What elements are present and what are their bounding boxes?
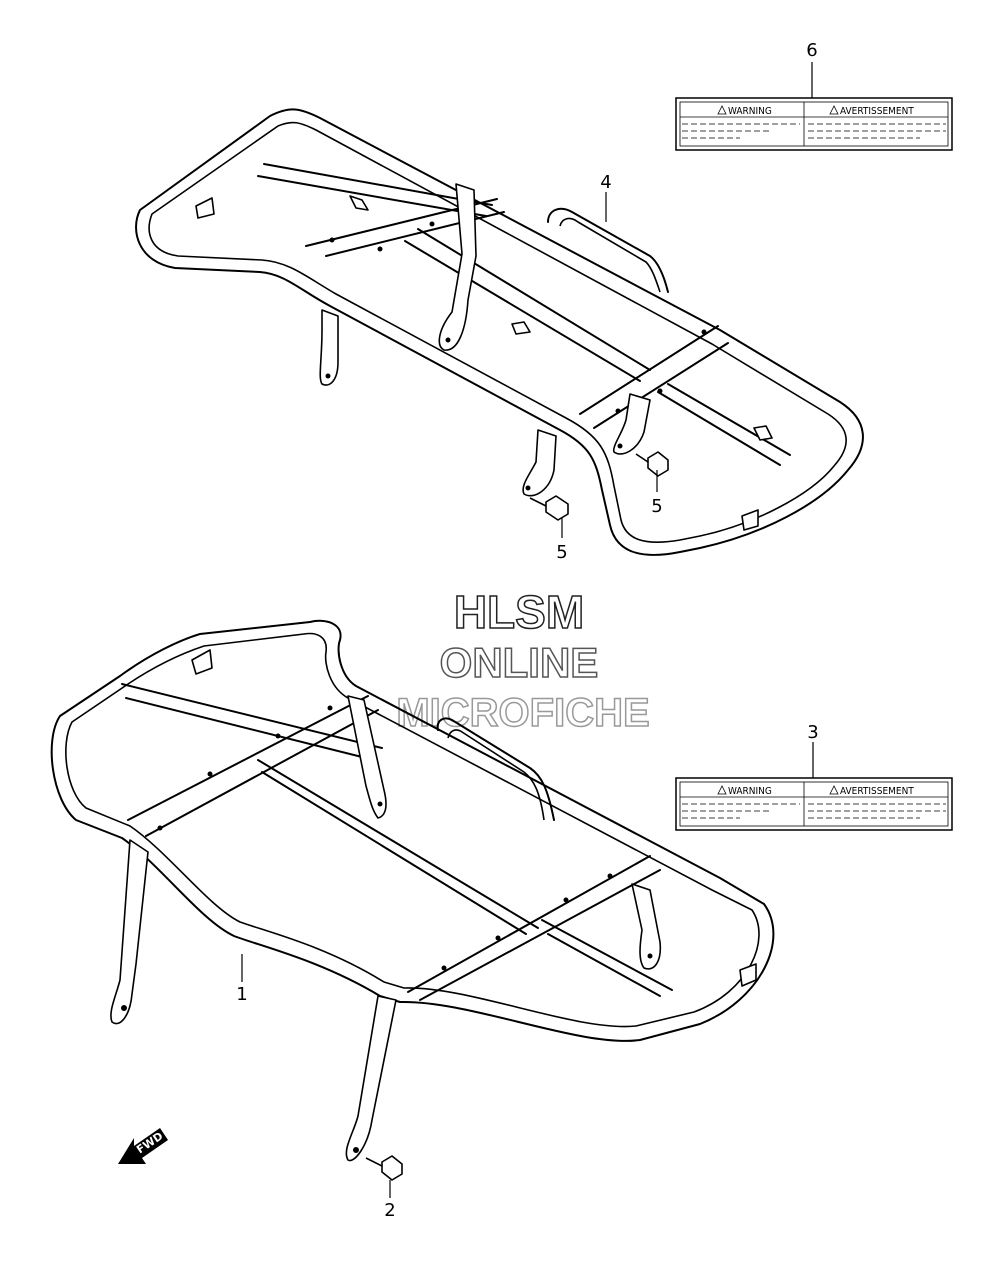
- leader-lines: [241, 62, 814, 1198]
- front-carrier-drawing: [50, 619, 775, 1181]
- label3-warning-text: WARNING: [728, 786, 772, 797]
- callout-6: 6: [806, 40, 817, 61]
- warning-label-6: WARNING AVERTISSEMENT: [675, 97, 953, 151]
- rear-carrier-drawing: [135, 108, 864, 556]
- callout-5b: 5: [651, 496, 662, 517]
- watermark-line1: HLSM: [454, 586, 584, 638]
- callout-5a: 5: [556, 542, 567, 563]
- callout-3: 3: [807, 722, 818, 743]
- label6-warning-text: WARNING: [728, 106, 772, 117]
- bolt-5a: [529, 495, 569, 521]
- label6-avertissement-text: AVERTISSEMENT: [840, 106, 914, 117]
- bolt-5b: [635, 451, 669, 477]
- watermark-line2: ONLINE: [440, 639, 599, 686]
- callout-1: 1: [236, 984, 247, 1005]
- callout-2: 2: [384, 1200, 395, 1221]
- watermark: MICROFICHE ONLINE HLSM: [396, 585, 651, 736]
- label3-avertissement-text: AVERTISSEMENT: [840, 786, 914, 797]
- callout-4: 4: [600, 172, 611, 193]
- warning-label-3: WARNING AVERTISSEMENT: [675, 777, 953, 831]
- callout-numbers: 6 4 5 5 3 1 2: [236, 40, 818, 1221]
- bolt-2: [365, 1155, 403, 1181]
- fwd-arrow-icon: FWD: [118, 1128, 168, 1164]
